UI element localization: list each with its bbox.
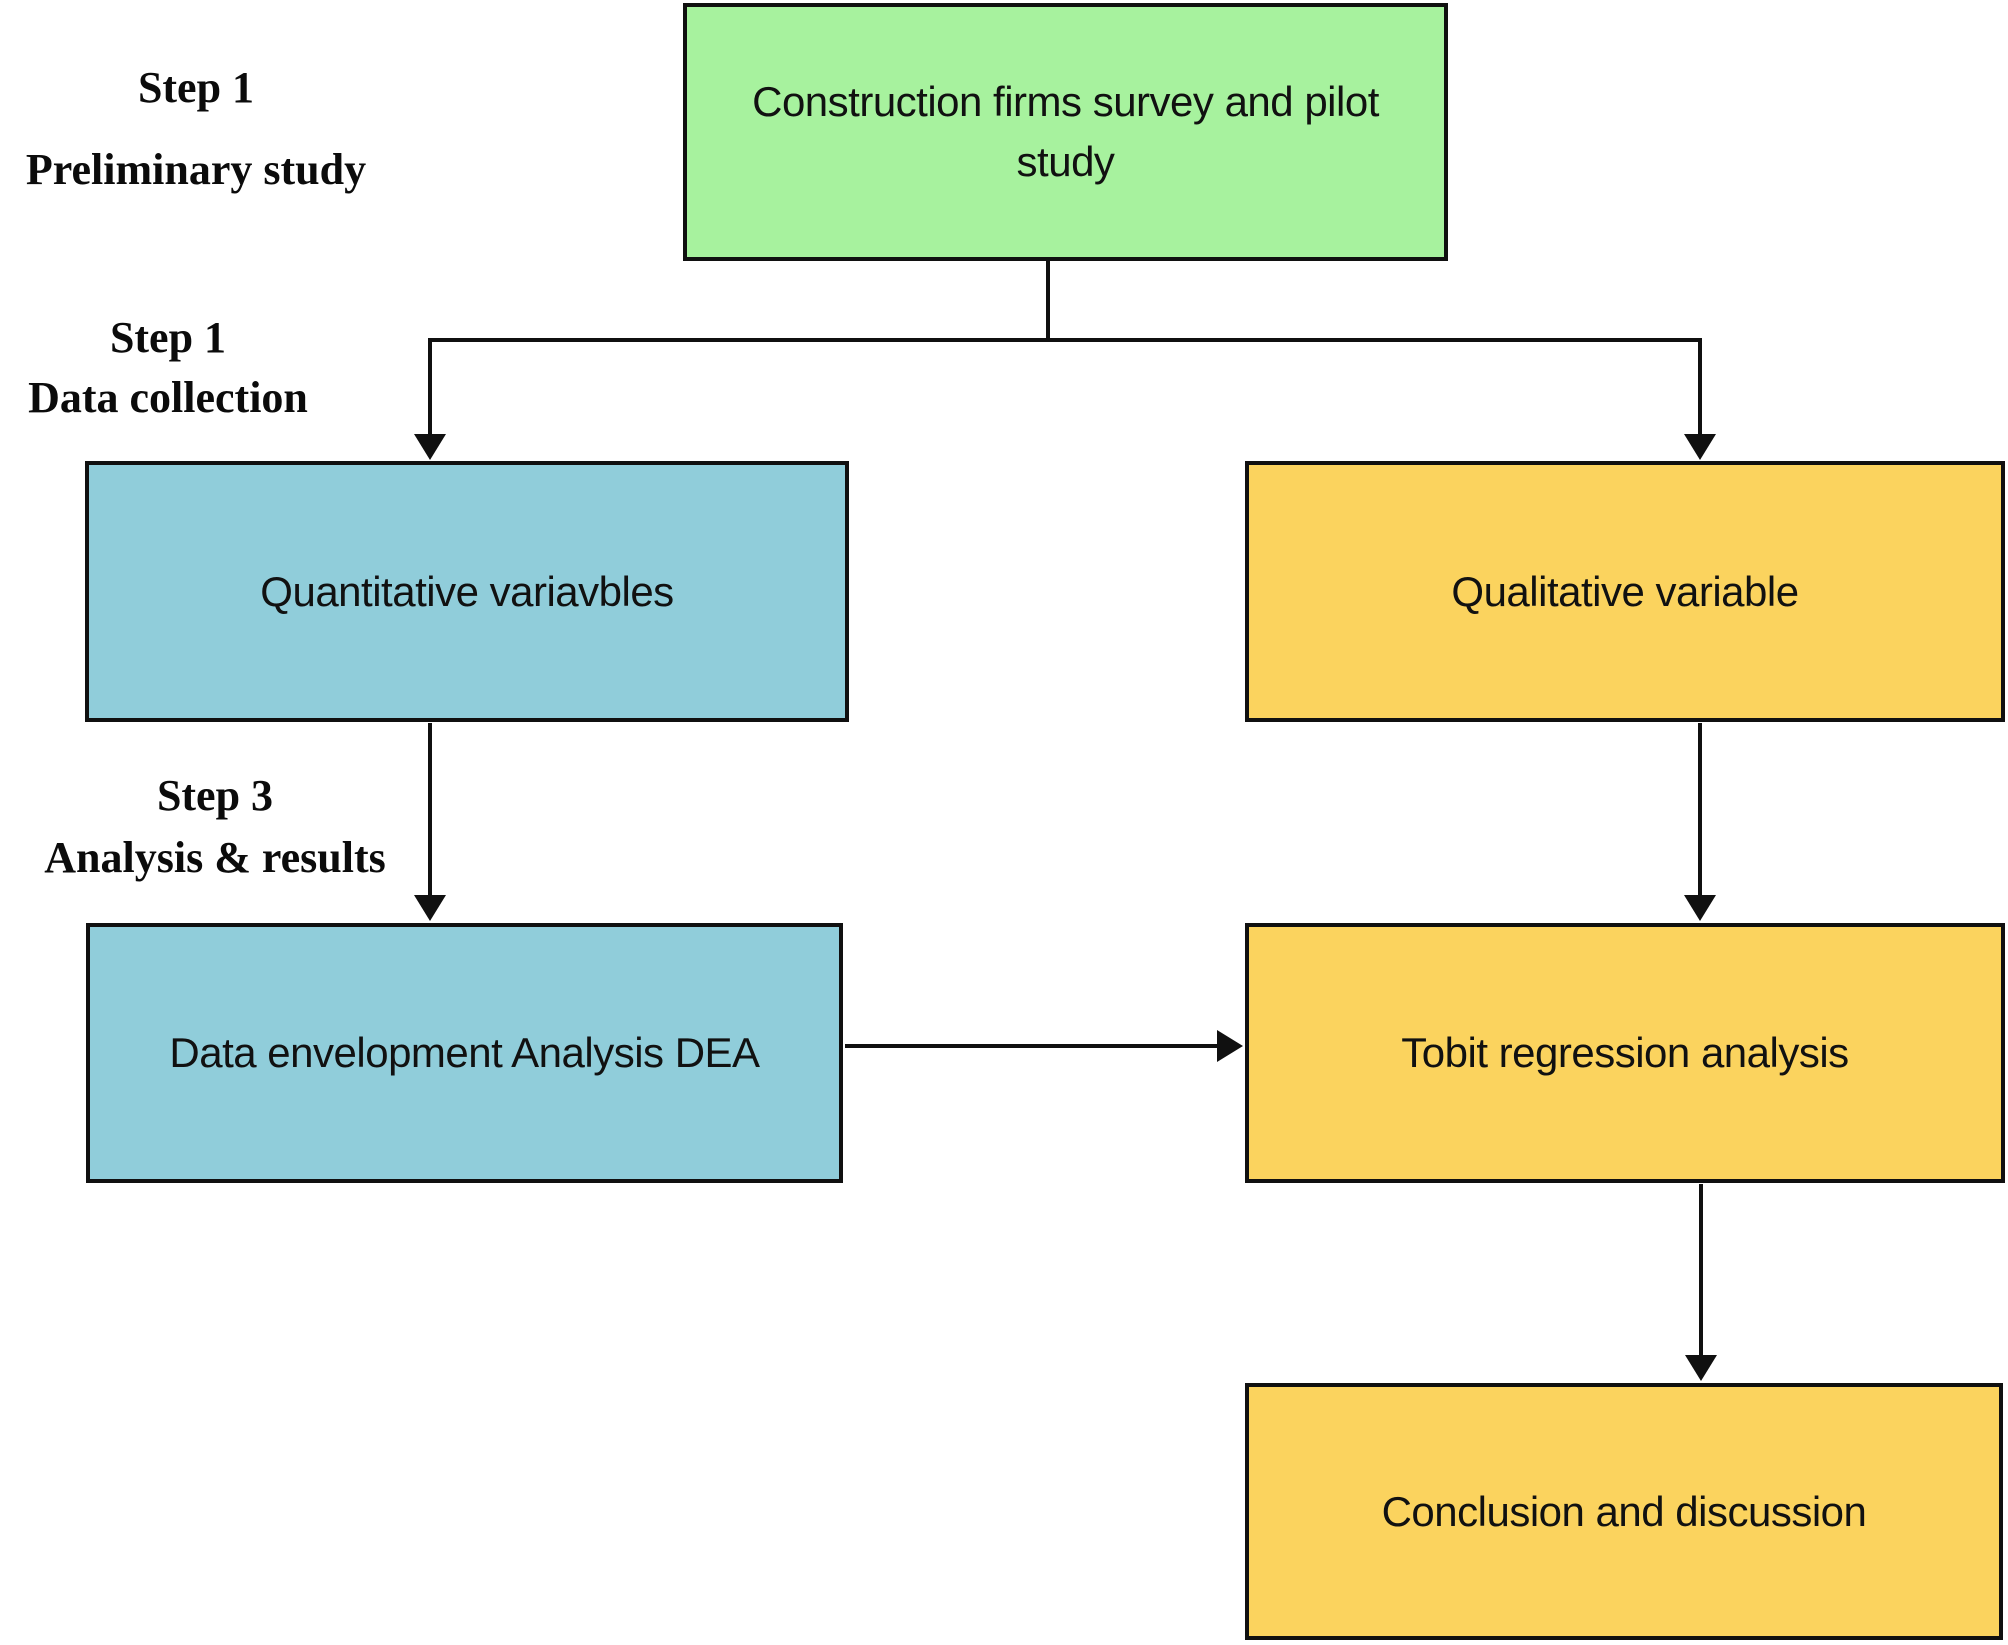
node-label: Construction firms survey and pilot	[752, 78, 1379, 125]
node-label: Data envelopment Analysis DEA	[169, 1029, 760, 1076]
node-data-envelopment-analysis: Data envelopment Analysis DEA	[86, 923, 843, 1183]
node-quantitative-variables: Quantitative variavbles	[85, 461, 849, 722]
node-tobit-regression: Tobit regression analysis	[1245, 923, 2005, 1183]
connector-qualitative-to-tobit	[1684, 723, 1716, 921]
arrowhead-into-qualitative	[1684, 434, 1716, 460]
arrowhead-into-tobit-left	[1217, 1030, 1243, 1062]
node-label: study	[1016, 138, 1115, 185]
step-label-line: Analysis & results	[44, 833, 386, 882]
arrowhead-into-dea	[414, 895, 446, 921]
connector-branch-to-qualitative	[1684, 338, 1716, 460]
connector-quantitative-to-dea	[414, 723, 446, 921]
connector-dea-to-tobit	[845, 1030, 1243, 1062]
connector-branch-to-quantitative	[414, 338, 446, 460]
step-label-line: Preliminary study	[25, 145, 367, 194]
node-conclusion-discussion: Conclusion and discussion	[1245, 1383, 2003, 1640]
arrowhead-into-quantitative	[414, 434, 446, 460]
step-label-data-collection: Step 1 Data collection	[0, 308, 378, 428]
node-label: Qualitative variable	[1451, 567, 1799, 615]
connector-tobit-to-conclusion	[1685, 1184, 1717, 1381]
arrowhead-into-conclusion	[1685, 1355, 1717, 1381]
node-label: Quantitative variavbles	[260, 567, 674, 615]
node-label: Conclusion and discussion	[1381, 1487, 1867, 1535]
step-label-preliminary-study: Step 1 Preliminary study	[0, 47, 406, 211]
connector-survey-branch	[428, 260, 1702, 342]
step-label-line: Data collection	[28, 373, 308, 422]
node-qualitative-variable: Qualitative variable	[1245, 461, 2005, 722]
step-label-analysis-results: Step 3 Analysis & results	[5, 765, 425, 889]
arrowhead-into-tobit-top	[1684, 895, 1716, 921]
step-label-line: Step 1	[137, 63, 255, 112]
step-label-line: Step 3	[156, 771, 274, 820]
node-label: Tobit regression analysis	[1401, 1029, 1849, 1076]
node-construction-survey: Construction firms survey and pilot stud…	[683, 3, 1448, 261]
step-label-line: Step 1	[109, 313, 227, 362]
